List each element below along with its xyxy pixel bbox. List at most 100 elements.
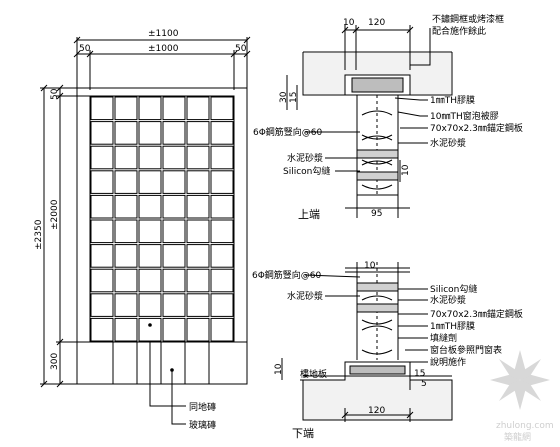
watermark-text: zhulong.com bbox=[496, 421, 554, 431]
label-rebar-top: 6Φ鋼筋豎向@60 bbox=[253, 126, 323, 138]
bottom-dim-5: 5 bbox=[421, 379, 427, 389]
glass-brick-cell bbox=[114, 96, 138, 121]
glass-brick-cell bbox=[114, 194, 138, 219]
dim-overall-height: ±2350 bbox=[34, 219, 44, 250]
glass-brick-cell bbox=[210, 317, 234, 342]
top-dim-10b: 10 bbox=[401, 164, 411, 176]
glass-brick-cell bbox=[186, 268, 210, 293]
dim-overall-width: ±1100 bbox=[148, 29, 179, 39]
glass-brick-cell bbox=[90, 194, 114, 219]
watermark-logo: zhulong.com 築龍網 bbox=[490, 350, 554, 443]
glass-brick-cell bbox=[138, 96, 162, 121]
glass-marker bbox=[170, 368, 174, 372]
glass-brick-cell bbox=[186, 121, 210, 145]
glass-brick-cell bbox=[138, 317, 162, 342]
glass-brick-cell bbox=[210, 170, 234, 194]
glass-brick-cell bbox=[114, 170, 138, 194]
label-silicon-top: Silicon勾縫 bbox=[283, 165, 330, 177]
label-silicon-bottom: Silicon勾縫 bbox=[430, 283, 477, 295]
glass-brick-cell bbox=[162, 317, 186, 342]
glass-brick-cell bbox=[90, 268, 114, 293]
top-dim-15: 15 bbox=[289, 92, 299, 103]
glass-brick-cell bbox=[90, 244, 114, 268]
glass-brick-cell bbox=[90, 317, 114, 342]
top-dim-30: 30 bbox=[279, 91, 289, 103]
top-detail bbox=[286, 25, 453, 218]
glass-brick-cell bbox=[90, 219, 114, 244]
glass-brick-cell bbox=[210, 194, 234, 219]
label-rebar-bottom: 6Φ鋼筋豎向@60 bbox=[252, 269, 322, 281]
glass-brick-cell bbox=[162, 268, 186, 293]
glass-brick-cell bbox=[162, 145, 186, 170]
glass-brick-cell bbox=[162, 121, 186, 145]
glass-brick-cell bbox=[90, 121, 114, 145]
glass-brick-cell bbox=[162, 244, 186, 268]
glass-brick-cell bbox=[210, 145, 234, 170]
label-angle-top: 70x70x2.3㎜錨定鋼板 bbox=[430, 122, 523, 134]
glass-brick-cell bbox=[210, 219, 234, 244]
label-tile: 同地磚 bbox=[189, 401, 216, 413]
glass-brick-cell bbox=[186, 170, 210, 194]
glass-brick-cell bbox=[138, 244, 162, 268]
glass-brick-cell bbox=[90, 145, 114, 170]
glass-brick-cell bbox=[138, 145, 162, 170]
glass-brick-cell bbox=[186, 194, 210, 219]
dim-left-margin: 50 bbox=[79, 44, 91, 54]
label-foam-top: 10㎜TH窗泡被膠 bbox=[430, 110, 499, 122]
glass-brick-cell bbox=[186, 293, 210, 317]
glass-brick-cell bbox=[138, 121, 162, 145]
dim-inner-width: ±1000 bbox=[148, 44, 179, 54]
glass-brick-cell bbox=[114, 244, 138, 268]
glass-brick-cell bbox=[210, 244, 234, 268]
glass-brick-cell bbox=[138, 194, 162, 219]
label-frame-2: 配合施作餘此 bbox=[432, 25, 486, 37]
label-sill: 窗台板參照門窗表 bbox=[430, 344, 502, 356]
glass-brick-cell bbox=[114, 145, 138, 170]
label-filler: 填縫劑 bbox=[430, 332, 457, 344]
bottom-dim-15: 15 bbox=[414, 369, 425, 379]
glass-brick-cell bbox=[210, 268, 234, 293]
top-dim-10: 10 bbox=[343, 18, 355, 28]
glass-brick-cell bbox=[162, 219, 186, 244]
bottom-dim-10: 10 bbox=[364, 261, 376, 271]
dim-top-margin: 50 bbox=[50, 88, 60, 100]
glass-brick-cell bbox=[186, 219, 210, 244]
glass-brick-cell bbox=[138, 170, 162, 194]
glass-brick-cell bbox=[138, 219, 162, 244]
bottom-dim-120: 120 bbox=[368, 406, 385, 416]
glass-brick-cell bbox=[114, 219, 138, 244]
label-mortar-right-top: 水泥砂漿 bbox=[430, 137, 466, 149]
dim-bottom-band: 300 bbox=[50, 353, 60, 370]
dim-right-margin: 50 bbox=[235, 44, 247, 54]
bottom-detail bbox=[281, 262, 453, 422]
bottom-detail-title: 下端 bbox=[292, 427, 314, 440]
glass-brick-cell bbox=[114, 293, 138, 317]
glass-brick-cell bbox=[162, 293, 186, 317]
label-angle-bottom: 70x70x2.3㎜錨定鋼板 bbox=[430, 308, 523, 320]
glass-brick-cell bbox=[186, 317, 210, 342]
glass-brick-cell bbox=[186, 244, 210, 268]
top-detail-title: 上端 bbox=[298, 208, 320, 221]
label-mortar-left-bottom: 水泥砂漿 bbox=[287, 290, 323, 302]
label-floor: 樓地板 bbox=[300, 368, 327, 380]
dim-glass-height: ±2000 bbox=[50, 199, 60, 230]
glass-brick-cell bbox=[138, 268, 162, 293]
top-dim-95: 95 bbox=[371, 209, 382, 219]
glass-brick-cell bbox=[186, 96, 210, 121]
glass-brick-cell bbox=[138, 293, 162, 317]
label-frame: 不鏽鋼框或烤漆框 bbox=[432, 13, 504, 25]
label-sill-2: 說明施作 bbox=[430, 356, 466, 368]
glass-brick-cell bbox=[90, 96, 114, 121]
glass-brick-cell bbox=[114, 317, 138, 342]
glass-brick-cell bbox=[186, 145, 210, 170]
glass-brick-cell bbox=[162, 96, 186, 121]
label-th-glue-top: 1㎜TH膠膜 bbox=[430, 95, 475, 106]
watermark-brand: 築龍網 bbox=[504, 431, 531, 443]
elevation-view bbox=[40, 36, 251, 425]
label-th-glue-bottom: 1㎜TH膠膜 bbox=[430, 321, 475, 332]
glass-brick-cell bbox=[210, 293, 234, 317]
glass-brick-cell bbox=[210, 96, 234, 121]
label-mortar-left-top: 水泥砂漿 bbox=[287, 152, 323, 164]
glass-brick-cell bbox=[162, 194, 186, 219]
